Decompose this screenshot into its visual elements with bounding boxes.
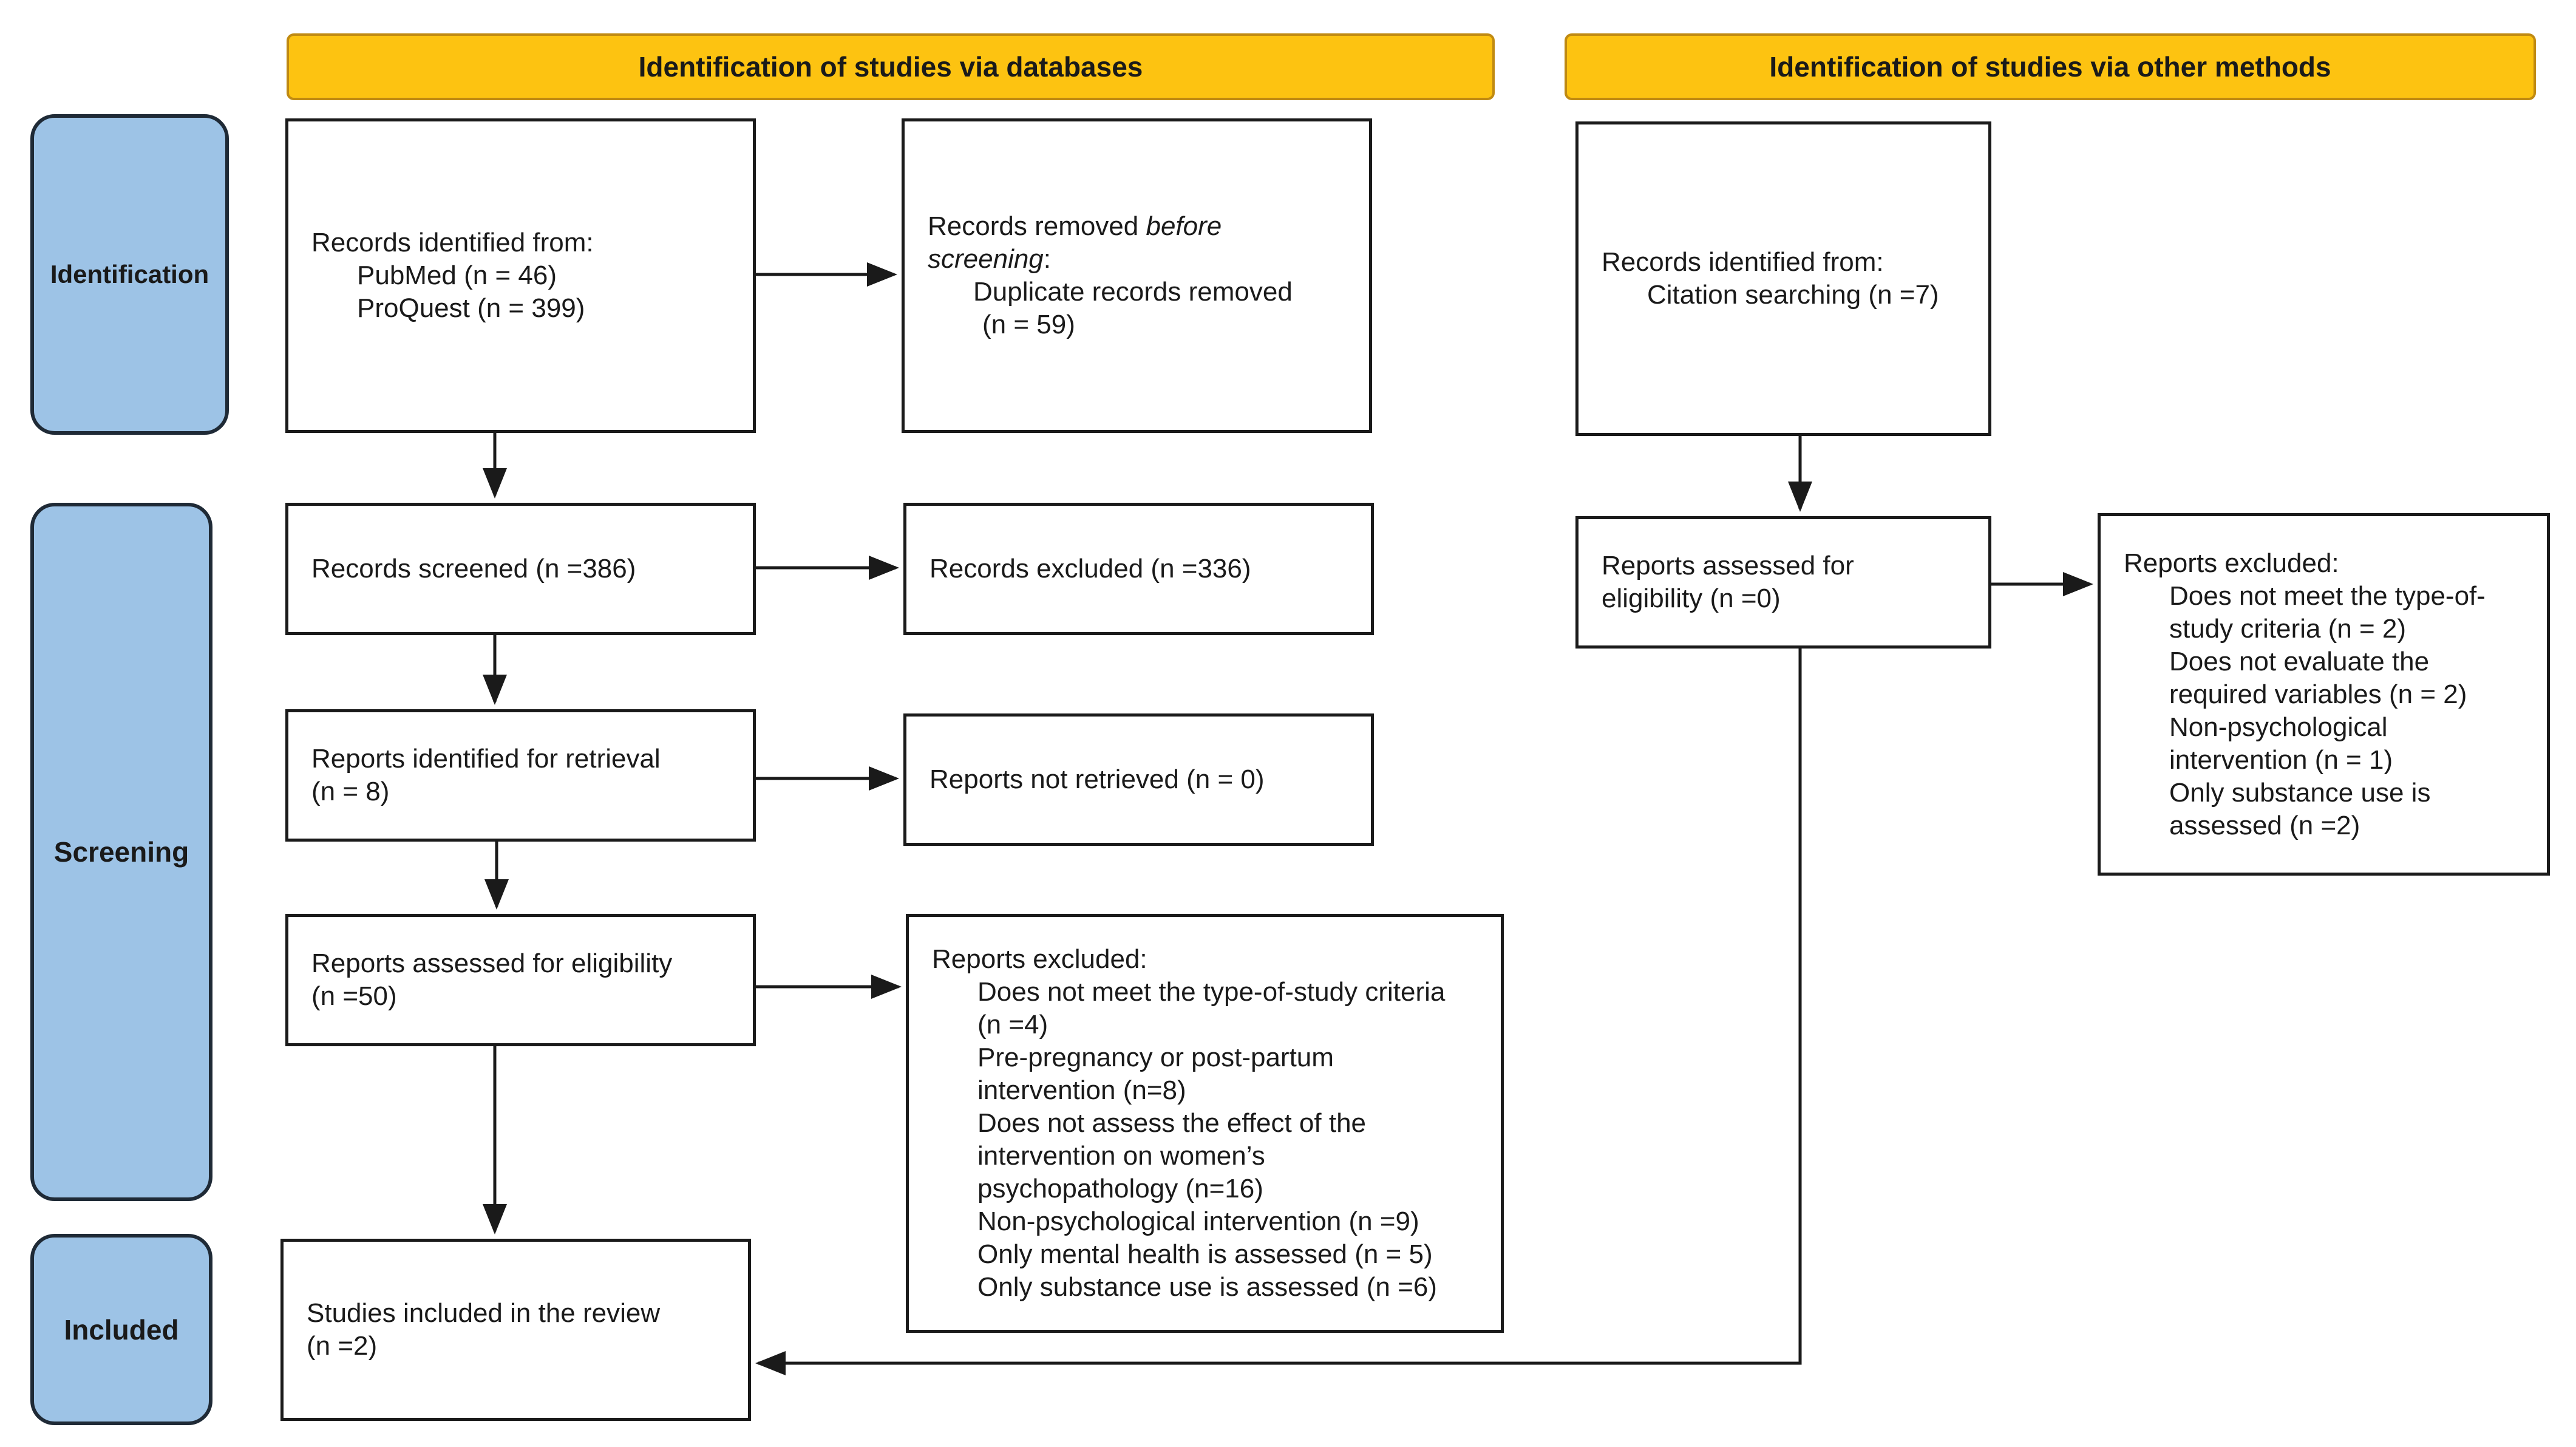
source-pubmed: PubMed (n = 46) xyxy=(357,260,557,290)
records-identified-heading: Records identified from: xyxy=(311,228,594,257)
exclusion-reason: intervention (n=8) xyxy=(977,1075,1186,1105)
reports-excluded-heading: Reports excluded: xyxy=(932,944,1147,974)
exclusion-reason: intervention on women’s xyxy=(977,1141,1265,1171)
duplicates-removed-count: (n = 59) xyxy=(982,310,1075,339)
stage-identification: Identification xyxy=(30,114,229,435)
records-removed-heading: Records removed before xyxy=(928,210,1357,243)
other-exclusion-reason: required variables (n = 2) xyxy=(2169,679,2467,709)
stage-included: Included xyxy=(30,1234,212,1425)
exclusion-reason: Pre-pregnancy or post-partum xyxy=(977,1043,1334,1072)
studies-included-label: Studies included in the review xyxy=(307,1298,661,1328)
exclusion-reason: (n =4) xyxy=(977,1010,1048,1040)
other-exclusion-reason: Non-psychological xyxy=(2169,712,2388,742)
other-exclusion-reason: Does not evaluate the xyxy=(2169,646,2430,676)
other-reports-excluded-box: Reports excluded: Does not meet the type… xyxy=(2098,513,2550,876)
reports-assessed-count: (n =50) xyxy=(311,981,397,1011)
reports-retrieval-label: Reports identified for retrieval xyxy=(311,744,661,774)
records-excluded-text: Records excluded (n =336) xyxy=(929,554,1251,584)
other-records-heading: Records identified from: xyxy=(1602,247,1884,277)
records-removed-colon: : xyxy=(1043,244,1052,274)
duplicates-removed-label: Duplicate records removed xyxy=(973,277,1293,307)
reports-retrieval-box: Reports identified for retrieval (n = 8) xyxy=(285,709,756,842)
reports-retrieval-count: (n = 8) xyxy=(311,777,390,806)
records-screened-box: Records screened (n =386) xyxy=(285,503,756,635)
exclusion-reason: Only substance use is assessed (n =6) xyxy=(977,1272,1437,1302)
stage-screening: Screening xyxy=(30,503,212,1201)
reports-excluded-databases-box: Reports excluded: Does not meet the type… xyxy=(906,914,1504,1333)
reports-assessed-label: Reports assessed for eligibility xyxy=(311,948,673,978)
exclusion-reason: Non-psychological intervention (n =9) xyxy=(977,1207,1419,1236)
studies-included-box: Studies included in the review (n =2) xyxy=(280,1239,751,1421)
records-identified-databases-box: Records identified from: PubMed (n = 46)… xyxy=(285,118,756,433)
other-exclusion-reason: intervention (n = 1) xyxy=(2169,744,2393,775)
exclusion-reason: psychopathology (n=16) xyxy=(977,1174,1263,1204)
records-removed-screening: screening xyxy=(928,244,1044,274)
other-exclusion-reason: Only substance use is xyxy=(2169,777,2431,808)
other-reports-assessed-box: Reports assessed for eligibility (n =0) xyxy=(1575,516,1991,649)
banner-databases: Identification of studies via databases xyxy=(287,33,1495,100)
other-exclusion-reason: Does not meet the type-of- xyxy=(2169,581,2486,611)
records-identified-other-box: Records identified from: Citation search… xyxy=(1575,121,1991,436)
records-excluded-box: Records excluded (n =336) xyxy=(903,503,1374,635)
other-reports-assessed-count: eligibility (n =0) xyxy=(1602,584,1781,613)
other-exclusion-reason: study criteria (n = 2) xyxy=(2169,613,2407,644)
records-screened-text: Records screened (n =386) xyxy=(311,554,636,584)
reports-not-retrieved-text: Reports not retrieved (n = 0) xyxy=(929,764,1265,794)
reports-not-retrieved-box: Reports not retrieved (n = 0) xyxy=(903,713,1374,846)
source-proquest: ProQuest (n = 399) xyxy=(357,293,585,323)
studies-included-count: (n =2) xyxy=(307,1331,378,1361)
exclusion-reason: Only mental health is assessed (n = 5) xyxy=(977,1239,1433,1269)
arrow-other-to-included xyxy=(755,649,1802,1375)
exclusion-reason: Does not assess the effect of the xyxy=(977,1108,1367,1138)
citation-searching: Citation searching (n =7) xyxy=(1647,280,1939,310)
banner-other-methods: Identification of studies via other meth… xyxy=(1565,33,2536,100)
reports-assessed-box: Reports assessed for eligibility (n =50) xyxy=(285,914,756,1046)
other-reports-excluded-heading: Reports excluded: xyxy=(2124,548,2339,578)
other-reports-assessed-label: Reports assessed for xyxy=(1602,551,1854,581)
records-removed-box: Records removed before screening: Duplic… xyxy=(902,118,1372,433)
exclusion-reason: Does not meet the type-of-study criteria xyxy=(977,977,1446,1007)
records-removed-heading-cont: screening: xyxy=(928,243,1357,276)
other-exclusion-reason: assessed (n =2) xyxy=(2169,810,2360,840)
records-removed-heading-text: Records removed xyxy=(928,211,1146,241)
records-removed-before: before xyxy=(1146,211,1222,241)
